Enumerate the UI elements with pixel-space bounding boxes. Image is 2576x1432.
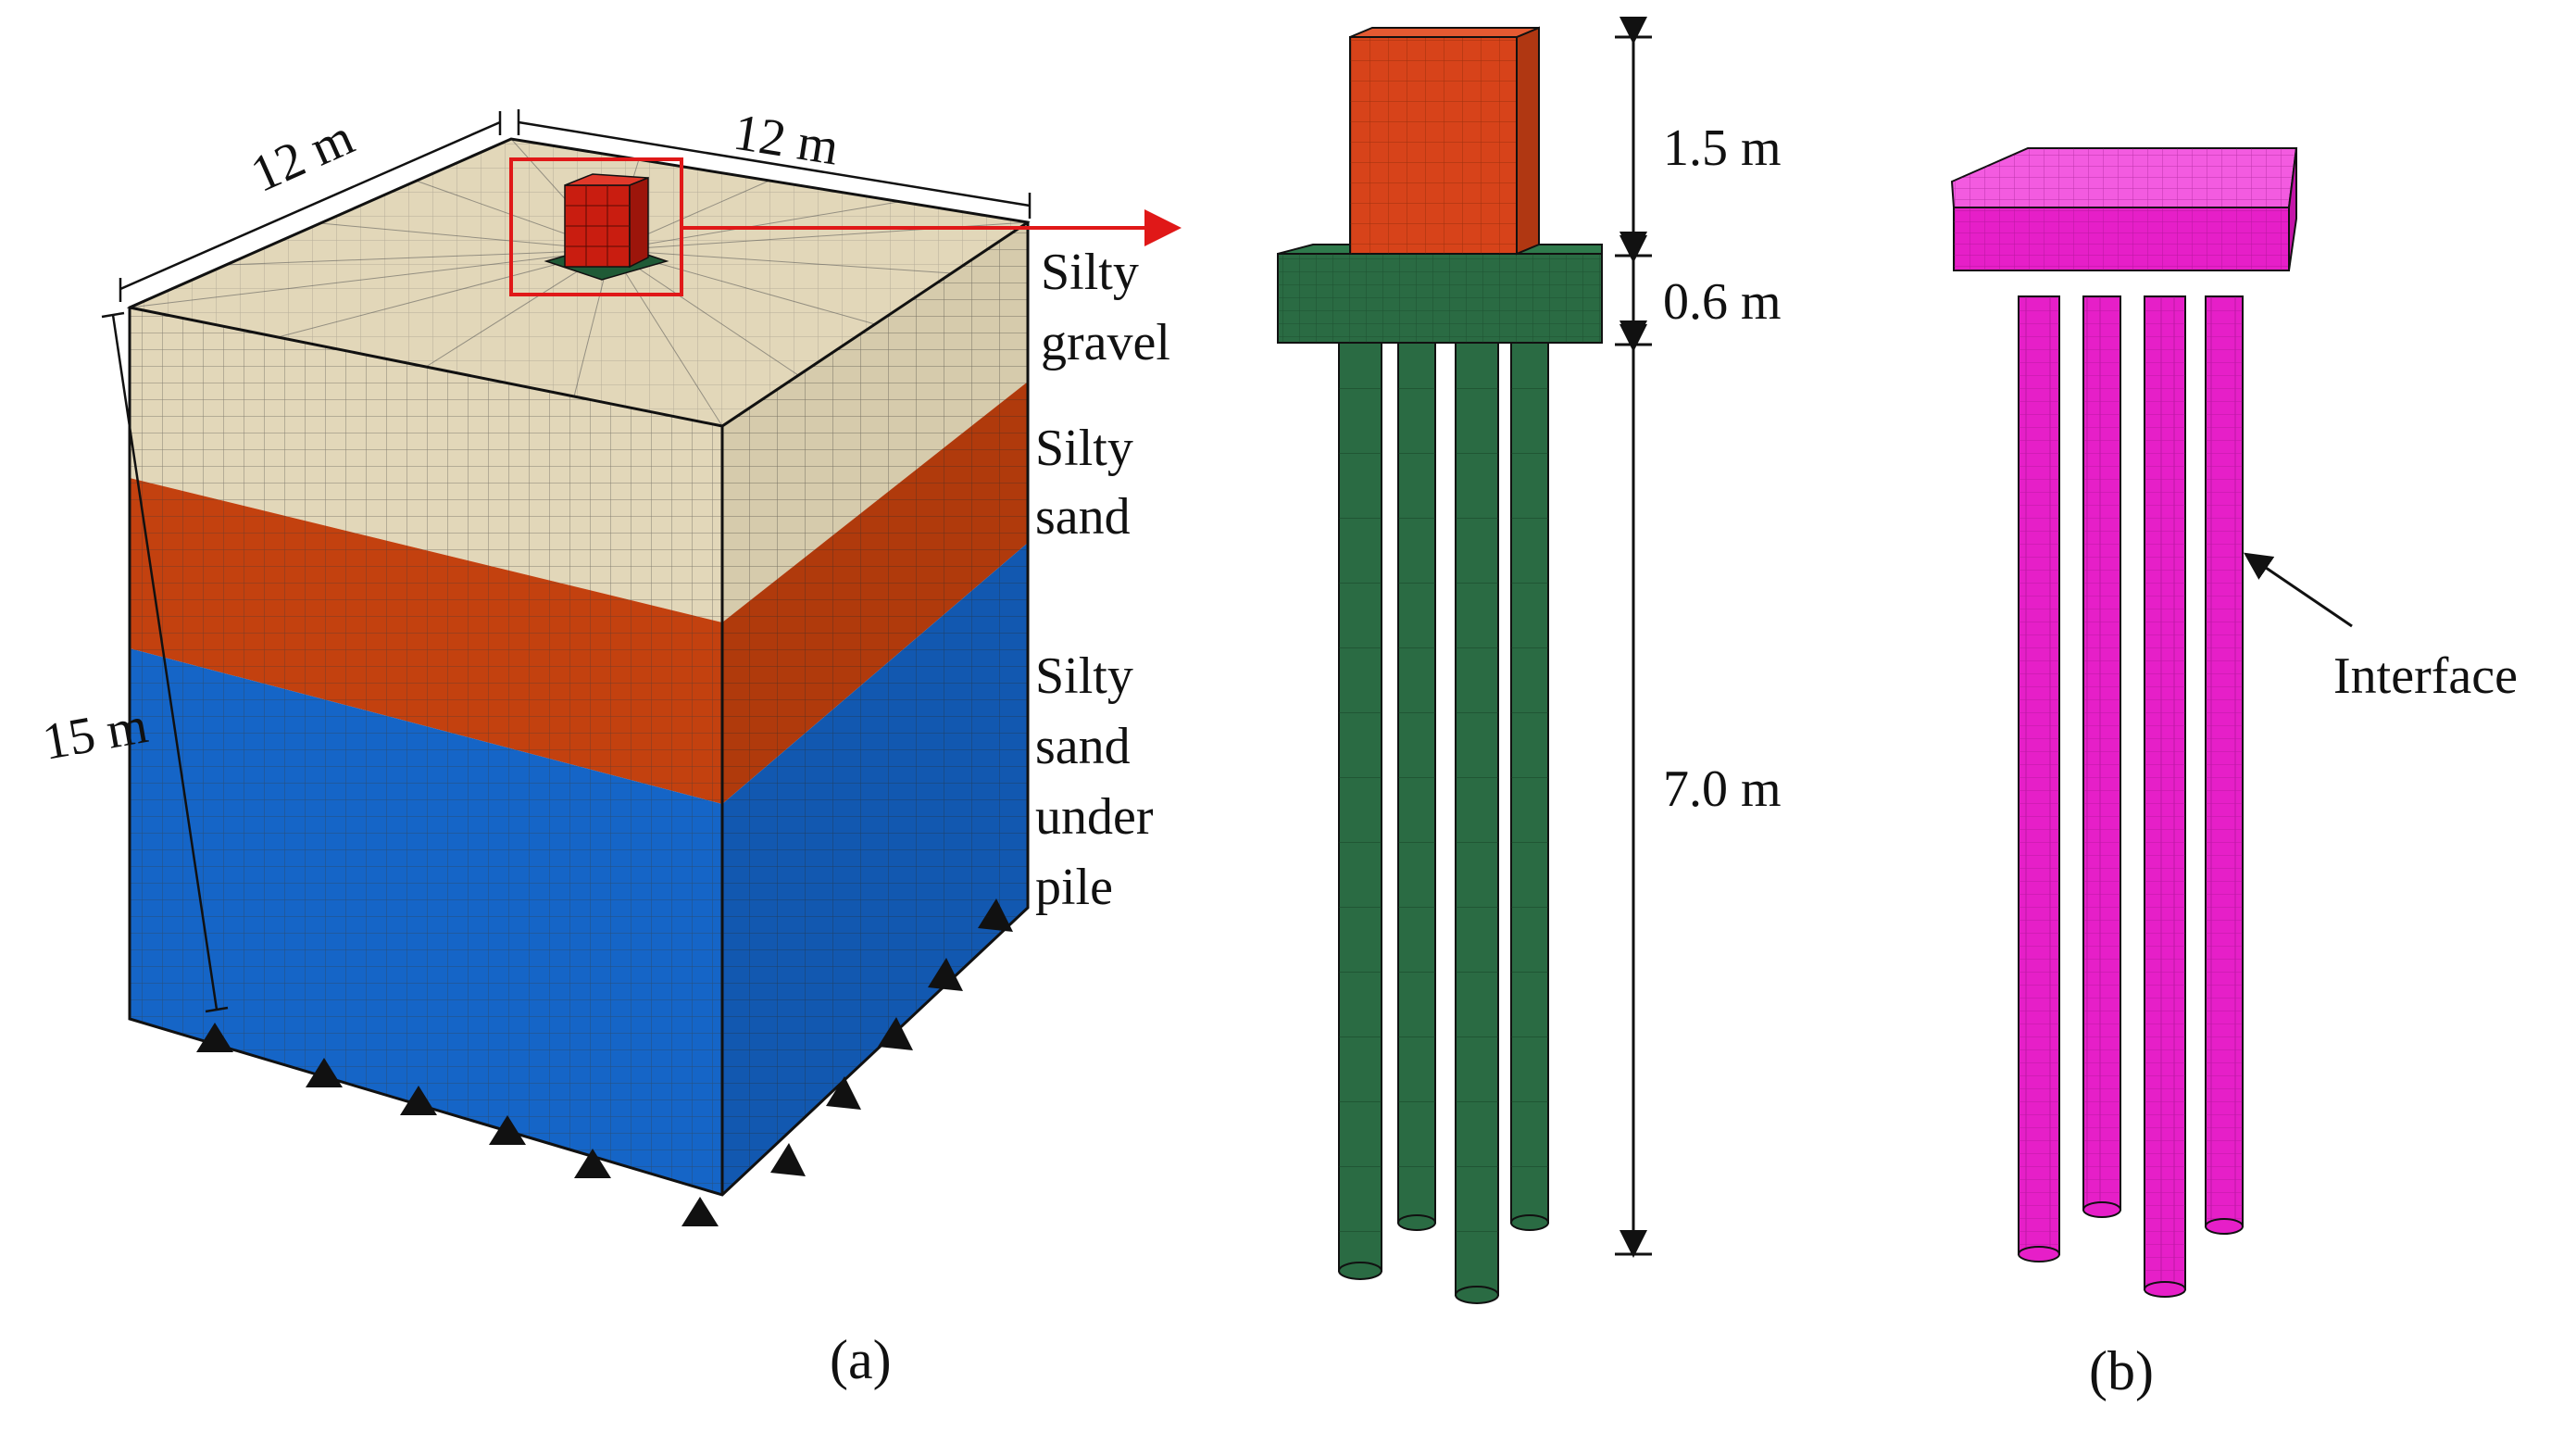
layer-label-sand-2: sand xyxy=(1035,488,1131,546)
triangle-support-icon xyxy=(196,1023,233,1052)
triangle-support-icon xyxy=(928,958,963,991)
layer-label-sand-1: Silty xyxy=(1035,420,1133,477)
triangle-support-icon xyxy=(770,1143,806,1176)
pile-foundation-detail xyxy=(1277,26,1603,1304)
dimension-label-width-right: 12 m xyxy=(730,104,843,177)
interface-pointer-arrow-icon xyxy=(2244,552,2353,628)
triangle-support-icon xyxy=(400,1086,437,1115)
dimension-lines-detail xyxy=(1615,17,1652,1258)
interface-model xyxy=(1950,147,2298,1298)
triangle-support-icon xyxy=(826,1076,861,1110)
triangle-support-icon xyxy=(489,1115,526,1145)
dimension-lines-a xyxy=(101,109,1032,1013)
layer-label-gravel-2: gravel xyxy=(1041,314,1170,371)
triangle-support-icon xyxy=(682,1197,719,1226)
triangle-support-icon xyxy=(306,1058,343,1087)
caption-b: (b) xyxy=(2089,1340,2154,1401)
dimension-label-column: 1.5 m xyxy=(1663,119,1782,177)
triangle-support-icon xyxy=(878,1017,913,1050)
caption-a: (a) xyxy=(830,1329,892,1390)
dimension-label-cap: 0.6 m xyxy=(1663,273,1782,331)
layer-label-under-1: Silty xyxy=(1035,647,1133,705)
soil-block xyxy=(126,137,1182,1197)
triangle-support-icon xyxy=(574,1149,611,1178)
interface-label: Interface xyxy=(2333,647,2518,705)
dimension-label-width-left: 12 m xyxy=(243,108,362,204)
layer-label-gravel-1: Silty xyxy=(1041,244,1139,301)
layer-label-under-2: sand xyxy=(1035,718,1131,775)
support-row-left xyxy=(196,1023,719,1226)
layer-label-under-4: pile xyxy=(1035,859,1113,916)
dimension-label-pile: 7.0 m xyxy=(1663,760,1782,818)
triangle-support-icon xyxy=(978,898,1013,932)
layer-labels: Silty gravel Silty sand Silty sand under… xyxy=(1035,244,1170,916)
support-row-right xyxy=(770,898,1013,1176)
mini-foundation xyxy=(544,173,669,281)
layer-label-under-3: under xyxy=(1035,788,1154,846)
